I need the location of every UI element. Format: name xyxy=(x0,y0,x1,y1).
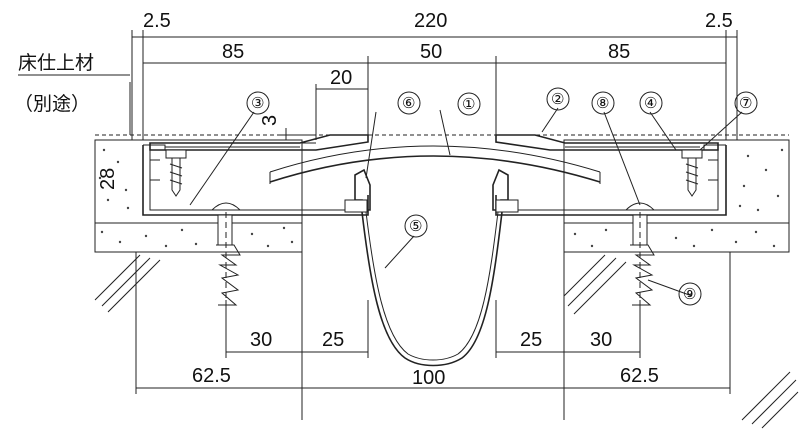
dim-height: 28 xyxy=(97,168,119,190)
floor-finish-note: （別途） xyxy=(14,93,90,115)
floor-finish-label: 床仕上材 xyxy=(18,52,94,74)
anchor-left xyxy=(211,202,241,320)
center-arch-plate xyxy=(269,145,601,184)
dim-right-half: 85 xyxy=(608,41,630,63)
dim-left-inner: 25 xyxy=(322,329,344,351)
clip-left xyxy=(344,168,371,213)
rubber-seal xyxy=(361,211,503,367)
screw-right xyxy=(681,149,703,197)
callout-1: ① xyxy=(462,95,475,113)
dim-top-total: 220 xyxy=(414,10,447,32)
hatching xyxy=(94,252,799,429)
dim-left-half: 85 xyxy=(222,41,244,63)
clip-right xyxy=(492,168,519,213)
screw-left xyxy=(165,149,187,197)
callout-4: ④ xyxy=(644,94,657,112)
callout-8: ⑧ xyxy=(596,94,609,112)
dim-top-left-edge: 2.5 xyxy=(143,10,171,32)
callout-7: ⑦ xyxy=(739,94,752,112)
concrete-slab-left xyxy=(94,139,303,253)
anchor-right xyxy=(625,202,655,320)
dim-right-anchor-offset: 30 xyxy=(590,329,612,351)
concrete-slab-right xyxy=(563,139,790,253)
dim-cover-thickness: 3 xyxy=(259,115,281,126)
dim-bottom-left: 62.5 xyxy=(192,365,231,387)
dim-left-anchor-offset: 30 xyxy=(250,329,272,351)
callout-5: ⑤ xyxy=(409,217,422,235)
dim-bottom-right: 62.5 xyxy=(620,365,659,387)
callout-2: ② xyxy=(551,90,564,108)
dim-center-gap: 50 xyxy=(420,41,442,63)
callout-6: ⑥ xyxy=(402,94,415,112)
base-frame-left xyxy=(142,144,369,216)
dim-right-inner: 25 xyxy=(520,329,542,351)
concrete-stipple xyxy=(98,148,784,248)
callout-leaders xyxy=(129,82,743,297)
callout-9: ⑨ xyxy=(683,285,696,303)
callout-3: ③ xyxy=(251,94,264,112)
dim-bottom-gap: 100 xyxy=(412,367,445,389)
dim-top-right-edge: 2.5 xyxy=(705,10,733,32)
callout-circles xyxy=(246,87,758,306)
dim-cover-overhang: 20 xyxy=(330,67,352,89)
